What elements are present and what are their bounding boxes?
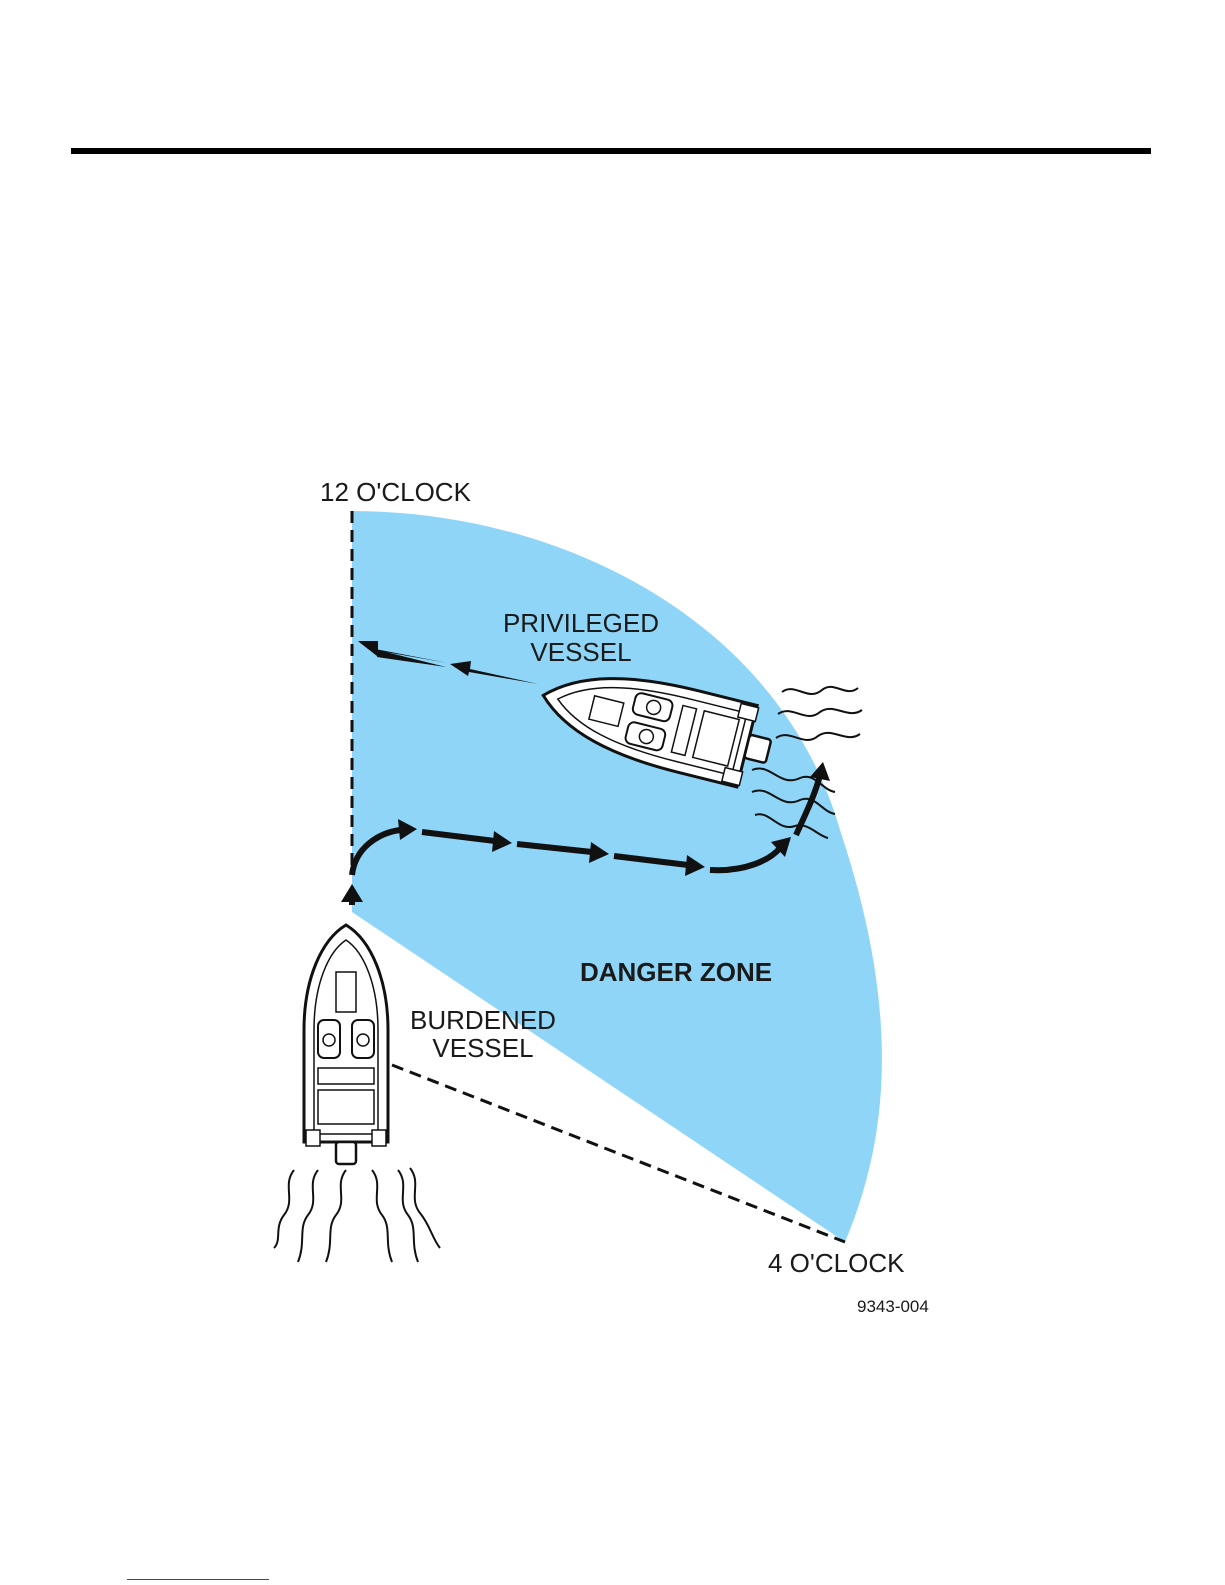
twelve-oclock-label: 12 O'CLOCK xyxy=(320,477,472,507)
footer-link-underline[interactable] xyxy=(127,1579,269,1580)
burdened-vessel-wake xyxy=(274,1168,440,1262)
burdened-vessel-label-line1: BURDENED xyxy=(410,1005,556,1035)
danger-zone-label: DANGER ZONE xyxy=(580,957,772,987)
burdened-vessel-boat xyxy=(304,925,388,1164)
four-oclock-label: 4 O'CLOCK xyxy=(768,1248,905,1278)
privileged-vessel-label-line2: VESSEL xyxy=(530,637,631,667)
privileged-vessel-label-line1: PRIVILEGED xyxy=(503,608,659,638)
figure-code: 9343-004 xyxy=(857,1297,929,1316)
burdened-vessel-label-line2: VESSEL xyxy=(432,1033,533,1063)
